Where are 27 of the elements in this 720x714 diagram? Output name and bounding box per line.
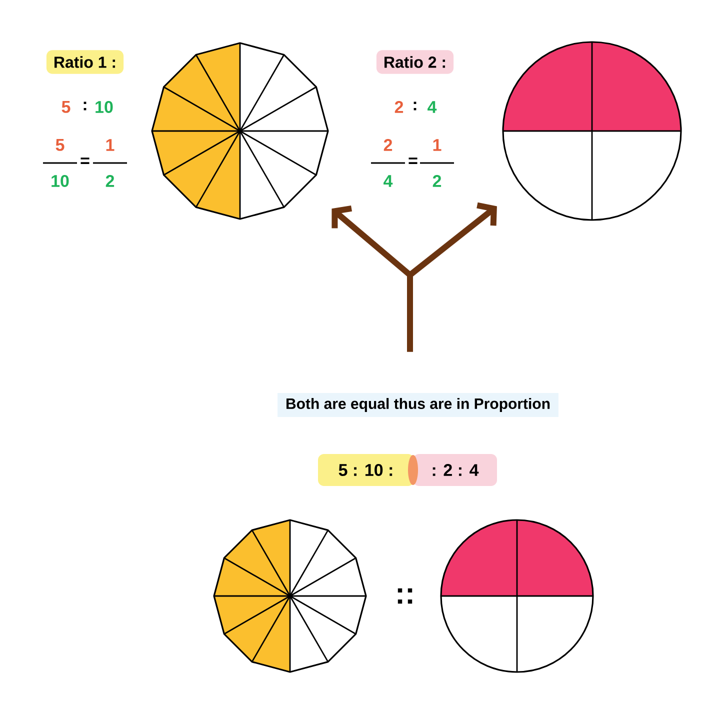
ratio-number: 10	[52, 174, 69, 188]
ratio-number: 5	[56, 139, 64, 151]
proportion-box: : 2 : 4	[413, 454, 497, 486]
ratio-number: 2	[384, 139, 392, 151]
ratio-number: 10	[96, 100, 113, 114]
ratio-number: =	[80, 158, 90, 164]
ratio-number: 2	[432, 175, 442, 187]
ratio-number: =	[408, 158, 418, 164]
ratio-number: 1	[433, 139, 442, 151]
ratio-label: Ratio 2 :	[376, 50, 454, 74]
ratio-label: Ratio 1 :	[46, 50, 124, 74]
circle-drawing	[440, 519, 594, 673]
circle-drawing	[502, 41, 682, 221]
arrow	[407, 202, 497, 352]
ratio-number: :	[84, 102, 86, 110]
ratio-number: 1	[106, 139, 114, 151]
proportion-sign: ::	[398, 588, 412, 604]
dodecagon-drawing	[151, 42, 329, 220]
dodecagon-drawing	[213, 519, 367, 673]
ratio-number: 2	[106, 175, 114, 187]
ratio-number: 4	[384, 175, 393, 187]
ratio-number: 5	[62, 101, 70, 113]
ratio-number: :	[414, 102, 416, 110]
ratio-number: 2	[394, 101, 404, 113]
ratio-number: 4	[428, 101, 437, 113]
statement-text: Both are equal thus are in Proportion	[278, 393, 559, 417]
proportion-box: 5 : 10 :	[318, 454, 414, 486]
